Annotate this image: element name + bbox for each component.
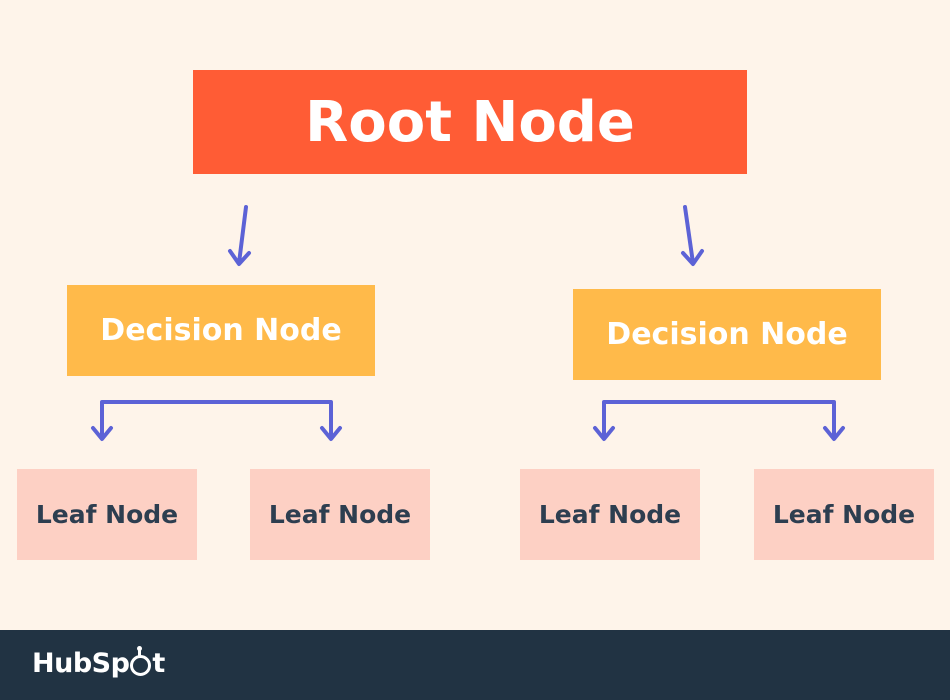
logo-text-start: HubSp [32, 648, 130, 679]
root-node-label: Root Node [305, 89, 635, 155]
logo-text-end: t [152, 648, 165, 679]
footer-bar [0, 630, 950, 700]
leaf-node-label: Leaf Node [268, 500, 412, 529]
arrow-root-to-decision-right [681, 205, 704, 266]
leaf-node-1: Leaf Node [17, 469, 197, 560]
connector-arrows [91, 205, 845, 441]
bracket-arrow-decision-right [593, 400, 845, 441]
sprocket-icon [130, 645, 152, 676]
decision-node-label: Decision Node [606, 317, 848, 352]
leaf-node-label: Leaf Node [538, 500, 682, 529]
diagram-canvas: Root Node Decision Node Decision Node Le… [17, 70, 934, 560]
bracket-arrow-decision-left [91, 400, 342, 441]
leaf-node-3: Leaf Node [520, 469, 700, 560]
leaf-node-4: Leaf Node [754, 469, 934, 560]
leaf-node-label: Leaf Node [772, 500, 916, 529]
decision-node-label: Decision Node [100, 313, 342, 348]
leaf-node-2: Leaf Node [250, 469, 430, 560]
root-node: Root Node [193, 70, 747, 174]
decision-node-left: Decision Node [67, 285, 375, 376]
leaf-node-label: Leaf Node [35, 500, 179, 529]
decision-node-right: Decision Node [573, 289, 881, 380]
arrow-root-to-decision-left [228, 205, 251, 266]
